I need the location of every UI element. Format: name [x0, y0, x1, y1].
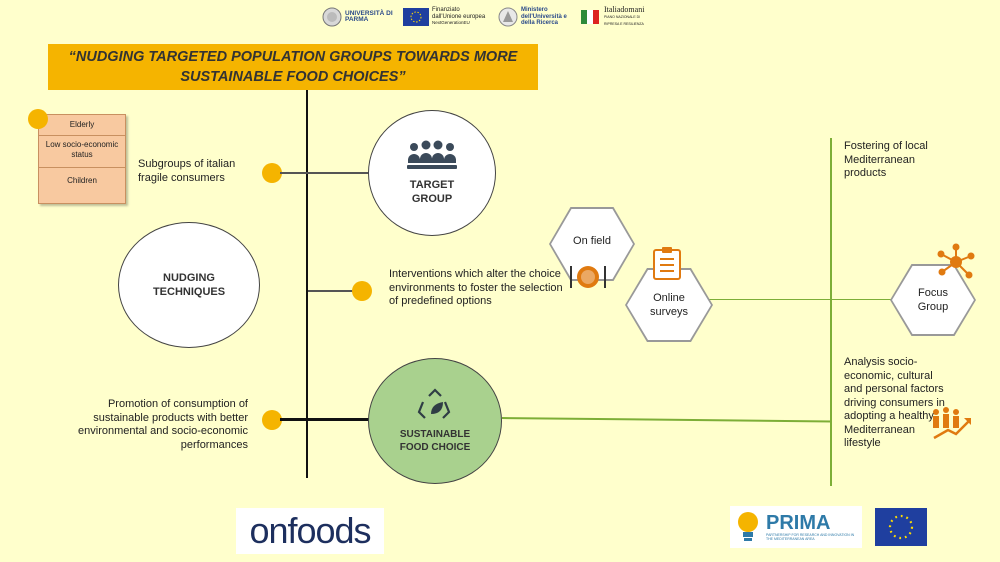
ministry-name: Ministero dell'Università e della Ricerc…	[521, 7, 567, 27]
italiadomani-flag-icon	[581, 10, 599, 24]
nudging-techniques-label: NUDGING TECHNIQUES	[152, 272, 226, 298]
recycle-leaf-icon	[417, 388, 451, 419]
eu-flag-icon	[403, 8, 429, 26]
onfoods-wordmark: onfoods	[249, 510, 371, 551]
green-vertical-axis	[830, 138, 832, 486]
online-surveys-hexagon: Online surveys	[625, 268, 713, 342]
network-nodes-icon	[937, 243, 975, 279]
university-name: UNIVERSITÀ DI PARMA	[345, 9, 393, 23]
university-seal-icon	[322, 7, 342, 27]
group-people-icon	[407, 140, 457, 169]
dining-plate-icon	[570, 266, 606, 288]
target-group-connector	[280, 172, 372, 174]
target-group-dot	[262, 163, 282, 183]
eu-flag-icon	[875, 508, 927, 546]
nudging-dot	[352, 281, 372, 301]
online-surveys-label: Online surveys	[627, 270, 711, 340]
sustainable-food-choice-circle: SUSTAINABLE FOOD CHOICE	[368, 358, 502, 484]
prima-logo: PRIMA PARTNERSHIP FOR RESEARCH AND INNOV…	[730, 506, 862, 548]
prima-bulb-icon	[738, 512, 758, 541]
nudging-description: Interventions which alter the choice env…	[389, 268, 563, 307]
target-group-circle: TARGET GROUP	[368, 110, 496, 236]
list-item: Elderly	[39, 115, 125, 136]
growth-people-icon	[933, 407, 971, 440]
sustainable-description: Promotion of consumption of sustainable …	[78, 398, 248, 451]
prima-subtitle: PARTNERSHIP FOR RESEARCH AND INNOVATION …	[766, 533, 855, 541]
ministry-logo: Ministero dell'Università e della Ricerc…	[498, 7, 571, 27]
prima-text: PRIMA PARTNERSHIP FOR RESEARCH AND INNOV…	[766, 513, 856, 541]
sustainable-green-connector	[501, 417, 832, 423]
ministry-emblem-icon	[498, 7, 518, 27]
university-logo: UNIVERSITÀ DI PARMA	[322, 7, 395, 27]
nudging-techniques-circle: NUDGING TECHNIQUES	[118, 222, 260, 348]
sustainable-connector	[280, 418, 372, 421]
fostering-local-products-text: Fostering of local Mediterranean product…	[844, 140, 928, 179]
list-bullet-dot	[28, 109, 48, 129]
focus-group-label: Focus Group	[892, 266, 974, 334]
page-title: “NUDGING TARGETED POPULATION GROUPS TOWA…	[48, 44, 538, 90]
list-item: Children	[67, 176, 97, 185]
top-logo-bar: UNIVERSITÀ DI PARMA Finanziato dall'Unio…	[322, 4, 654, 30]
analysis-factors-text: Analysis socio-economic, cultural and pe…	[844, 356, 945, 449]
nudging-connector	[308, 290, 354, 292]
sustainable-dot	[262, 410, 282, 430]
central-axis-line	[306, 90, 308, 478]
sustainable-food-choice-label: SUSTAINABLE FOOD CHOICE	[399, 429, 471, 453]
target-subgroups-list: Elderly Low socio-economic status Childr…	[38, 114, 126, 204]
onfoods-logo: onfoods	[236, 508, 384, 554]
target-group-label: TARGET GROUP	[409, 179, 455, 205]
clipboard-checklist-icon	[653, 247, 681, 280]
target-group-description: Subgroups of italian fragile consumers	[138, 158, 236, 184]
prima-wordmark: PRIMA	[766, 512, 831, 534]
surveys-focus-connector	[690, 299, 900, 300]
list-item: Low socio-economic status	[39, 136, 125, 168]
